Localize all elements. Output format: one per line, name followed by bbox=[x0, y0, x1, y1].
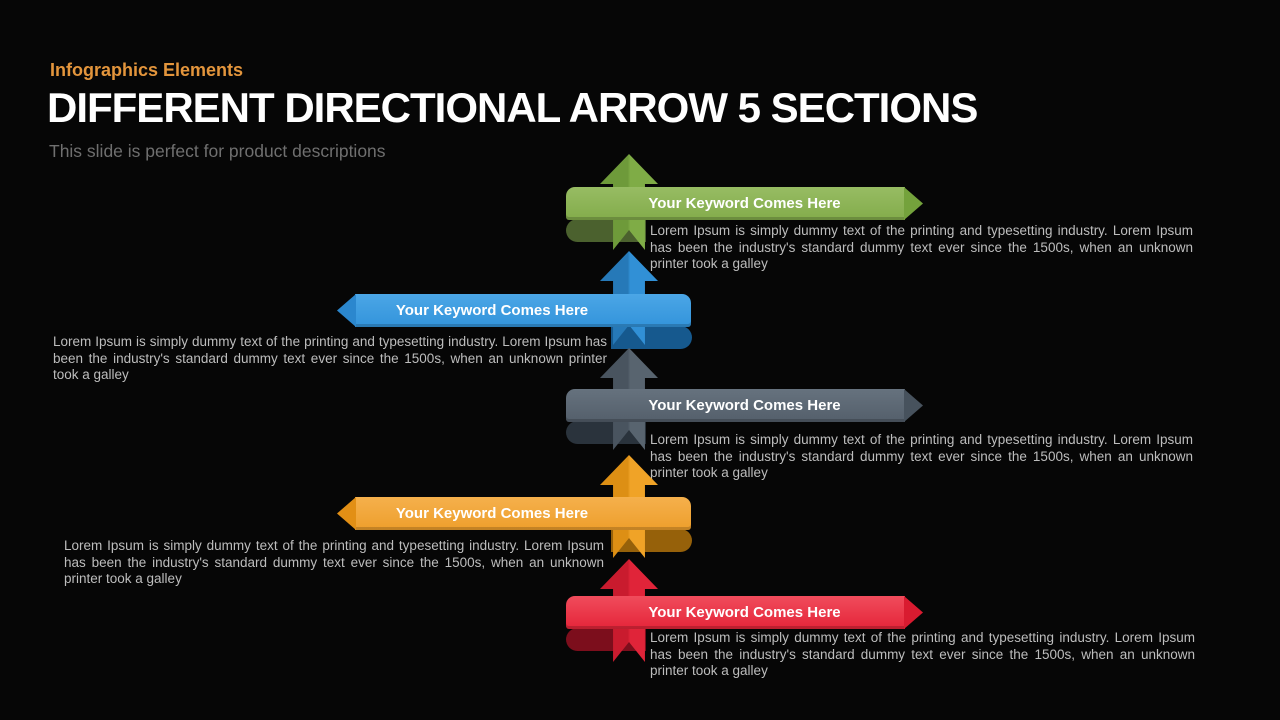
page-title: DIFFERENT DIRECTIONAL ARROW 5 SECTIONS bbox=[47, 84, 978, 131]
keyword-banner-3: Your Keyword Comes Here bbox=[566, 389, 923, 422]
keyword-banner-1: Your Keyword Comes Here bbox=[566, 187, 923, 220]
keyword-label: Your Keyword Comes Here bbox=[395, 302, 589, 319]
keyword-banner-2: Your Keyword Comes Here bbox=[337, 294, 691, 327]
banner-body bbox=[566, 596, 905, 629]
section-description-1: Lorem Ipsum is simply dummy text of the … bbox=[650, 223, 1193, 272]
keyword-label: Your Keyword Comes Here bbox=[648, 604, 841, 621]
keyword-banner-5: Your Keyword Comes Here bbox=[566, 596, 923, 629]
banner-body bbox=[566, 187, 905, 220]
banner-body bbox=[355, 497, 691, 530]
section-description-5: Lorem Ipsum is simply dummy text of the … bbox=[650, 630, 1195, 679]
ribbon-fold-blue bbox=[611, 326, 692, 349]
keyword-banner-4: Your Keyword Comes Here bbox=[337, 497, 691, 530]
keyword-label: Your Keyword Comes Here bbox=[648, 397, 841, 414]
keyword-label: Your Keyword Comes Here bbox=[648, 195, 841, 212]
banner-body bbox=[355, 294, 691, 327]
page-subtitle: This slide is perfect for product descri… bbox=[49, 141, 386, 161]
keyword-label: Your Keyword Comes Here bbox=[395, 505, 589, 522]
section-description-2: Lorem Ipsum is simply dummy text of the … bbox=[53, 334, 607, 383]
section-description-3: Lorem Ipsum is simply dummy text of the … bbox=[650, 432, 1193, 481]
banner-body bbox=[566, 389, 905, 422]
section-description-4: Lorem Ipsum is simply dummy text of the … bbox=[64, 538, 604, 587]
eyebrow-label: Infographics Elements bbox=[50, 60, 244, 80]
